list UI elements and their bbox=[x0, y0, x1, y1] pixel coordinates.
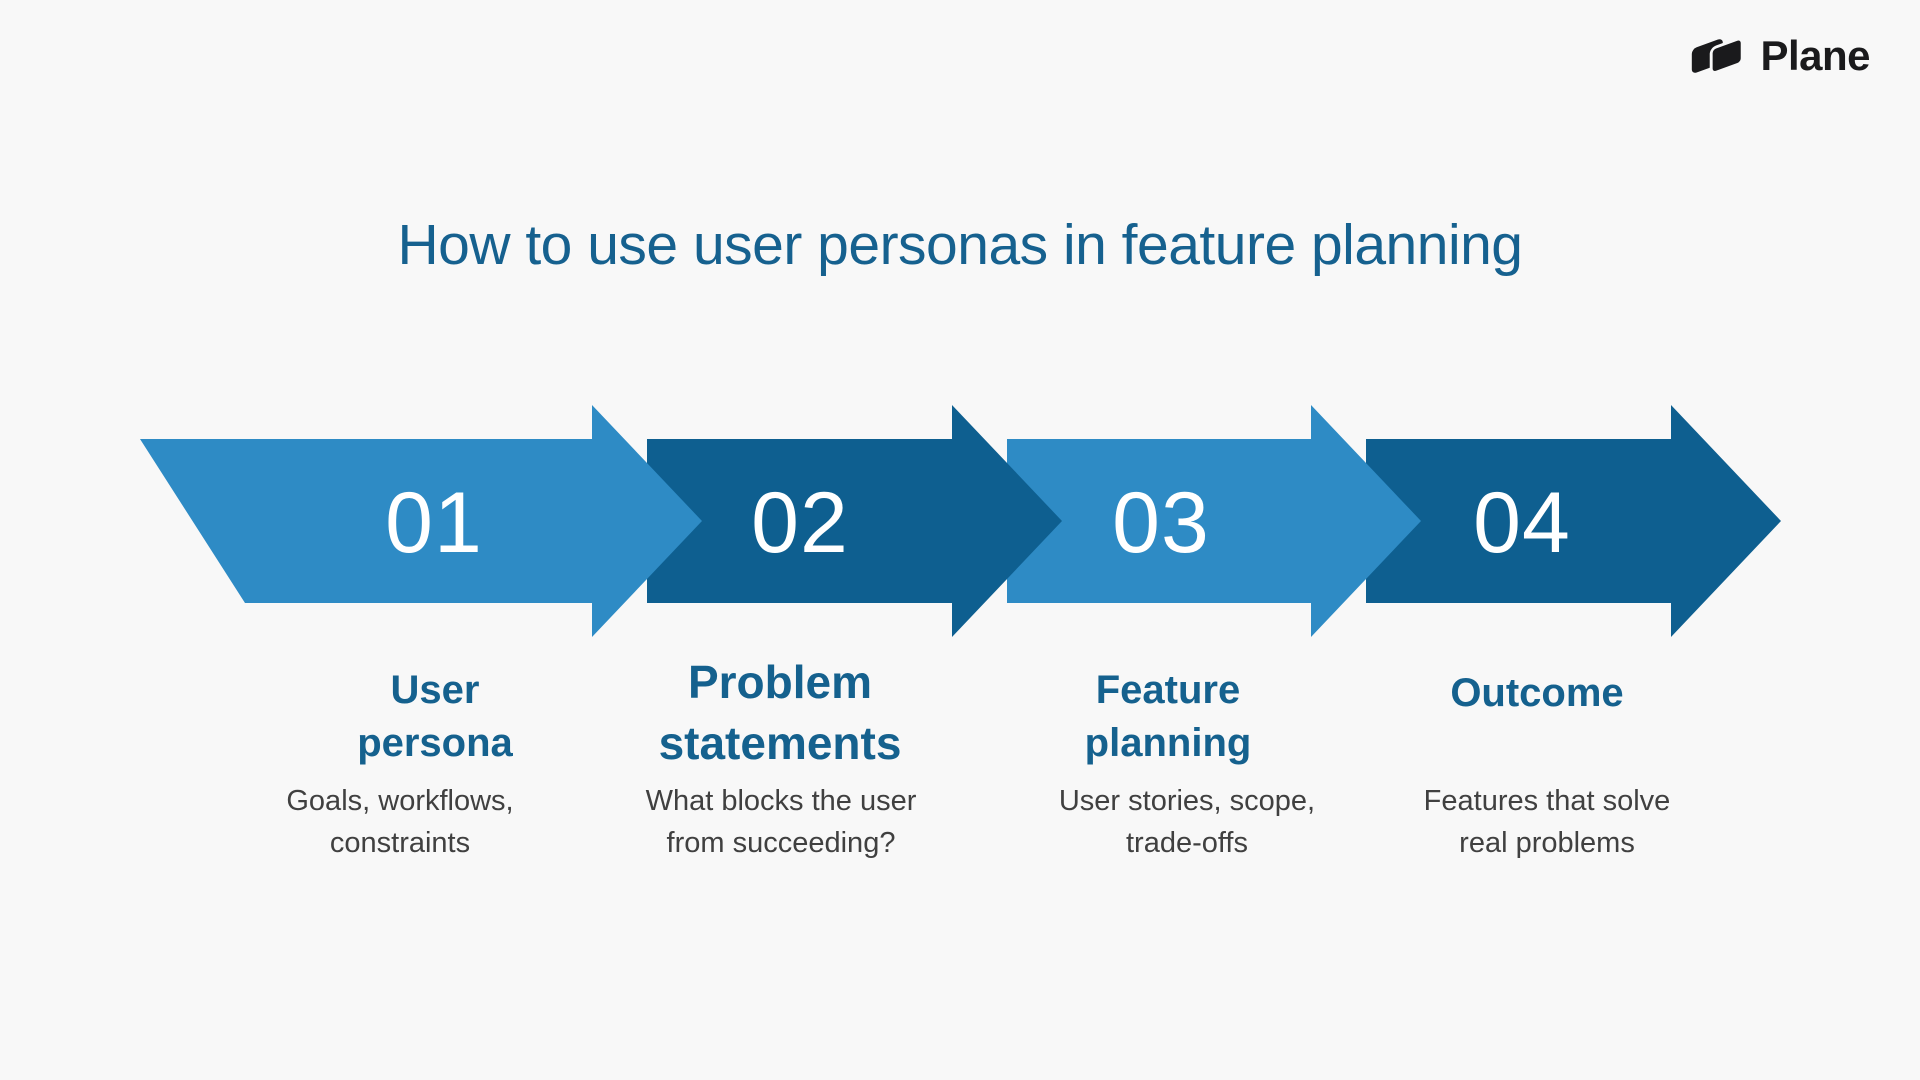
step-3-heading: Feature planning bbox=[1084, 668, 1252, 765]
step-1-number: 01 bbox=[385, 475, 483, 571]
step-4-description: Features that solve real problems bbox=[1423, 785, 1671, 859]
step-2-number: 02 bbox=[751, 475, 849, 571]
step-3-description: User stories, scope, trade-offs bbox=[1058, 785, 1316, 859]
arrow-step-2 bbox=[647, 405, 1062, 637]
page-title: How to use user personas in feature plan… bbox=[397, 213, 1523, 277]
step-2-description: What blocks the user from succeeding? bbox=[645, 785, 917, 859]
step-1-heading: User persona bbox=[357, 668, 513, 765]
step-3-number: 03 bbox=[1112, 475, 1210, 571]
step-1-description: Goals, workflows, constraints bbox=[286, 785, 514, 859]
arrow-step-3 bbox=[1007, 405, 1421, 637]
plane-logo-icon bbox=[1692, 37, 1745, 75]
process-arrow-band: 01 02 03 04 bbox=[140, 405, 1781, 637]
arrow-step-1 bbox=[140, 405, 702, 637]
brand-logo: Plane bbox=[1686, 32, 1870, 80]
step-4-heading: Outcome bbox=[1450, 671, 1624, 715]
brand-name: Plane bbox=[1760, 32, 1870, 79]
step-2-heading: Problem statements bbox=[658, 656, 902, 769]
step-4-number: 04 bbox=[1473, 475, 1571, 571]
arrow-step-4 bbox=[1366, 405, 1781, 637]
